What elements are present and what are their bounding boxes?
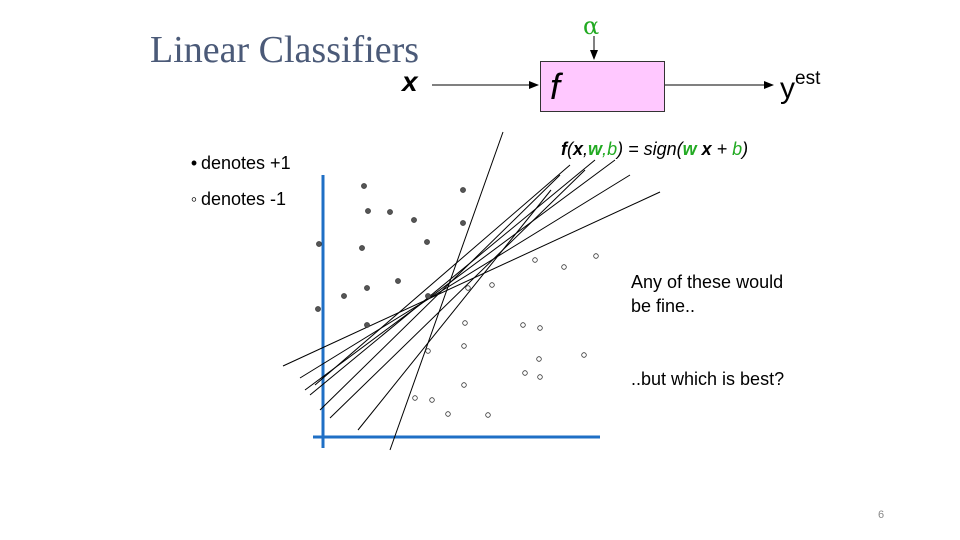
formula-w2: w [682,139,697,159]
legend-positive-label: denotes +1 [201,153,291,173]
negative-point [462,320,468,326]
candidate-line [282,191,661,367]
formula-w: w [588,139,603,159]
legend-negative: ◦denotes -1 [190,189,286,210]
negative-point [522,370,528,376]
negative-point [465,285,471,291]
negative-point [536,356,542,362]
negative-point [412,395,418,401]
legend-positive: •denotes +1 [190,153,291,174]
formula-eq: ) = sign( [617,139,683,159]
positive-point [424,239,430,245]
formula-comma1: , [583,139,589,159]
candidate-line [299,174,631,379]
formula-f: f [561,139,567,159]
negative-point [561,264,567,270]
candidate-lines [282,131,661,451]
positive-point [460,220,466,226]
negative-point [461,382,467,388]
positive-point [361,183,367,189]
output-superscript: est [795,68,821,89]
formula-x2: x [696,139,712,159]
formula-b2: b [732,139,743,159]
candidate-line [357,189,552,431]
positive-point [364,322,370,328]
negative-point [425,348,431,354]
formula-b: b [607,139,618,159]
note-any-fine: Any of these would be fine.. [631,272,784,316]
negative-point [429,397,435,403]
function-box [540,61,665,112]
formula-open: ( [567,139,573,159]
positive-point [411,217,417,223]
candidate-line [309,159,596,396]
candidate-line [319,174,561,411]
slide-title: Linear Classifiers [150,29,420,71]
positive-point [359,245,365,251]
negative-point [532,257,538,263]
formula-comma2: , [602,139,608,159]
output-y: y [780,72,795,105]
negative-point [445,411,451,417]
positive-point [341,293,347,299]
data-points [315,183,599,418]
formula-plus: + [711,139,733,159]
formula-x: x [573,139,584,159]
positive-point [315,306,321,312]
candidate-line [304,159,616,391]
negative-point [537,374,543,380]
positive-point [395,278,401,284]
candidate-line [389,131,504,451]
classifier-formula: f(x,w,b) = sign(w x + b) [561,139,748,160]
negative-point [489,282,495,288]
function-label: f [550,66,561,107]
page-number: 6 [878,509,885,521]
positive-point [387,209,393,215]
positive-point [425,293,431,299]
candidate-line [329,169,586,419]
candidate-line [314,164,571,386]
legend-negative-label: denotes -1 [201,189,287,209]
negative-marker-icon: ◦ [190,189,198,209]
negative-point [537,325,543,331]
positive-point [460,187,466,193]
positive-point [365,208,371,214]
negative-point [520,322,526,328]
positive-marker-icon: • [190,153,198,173]
positive-point [316,241,322,247]
negative-point [485,412,491,418]
input-label: x [402,66,418,97]
negative-point [593,253,599,259]
negative-point [581,352,587,358]
negative-point [461,343,467,349]
output-label: yest [780,68,820,106]
note-which-best: ..but which is best? [631,369,785,389]
positive-point [364,285,370,291]
alpha-symbol: α [583,12,600,40]
formula-close: ) [742,139,749,159]
